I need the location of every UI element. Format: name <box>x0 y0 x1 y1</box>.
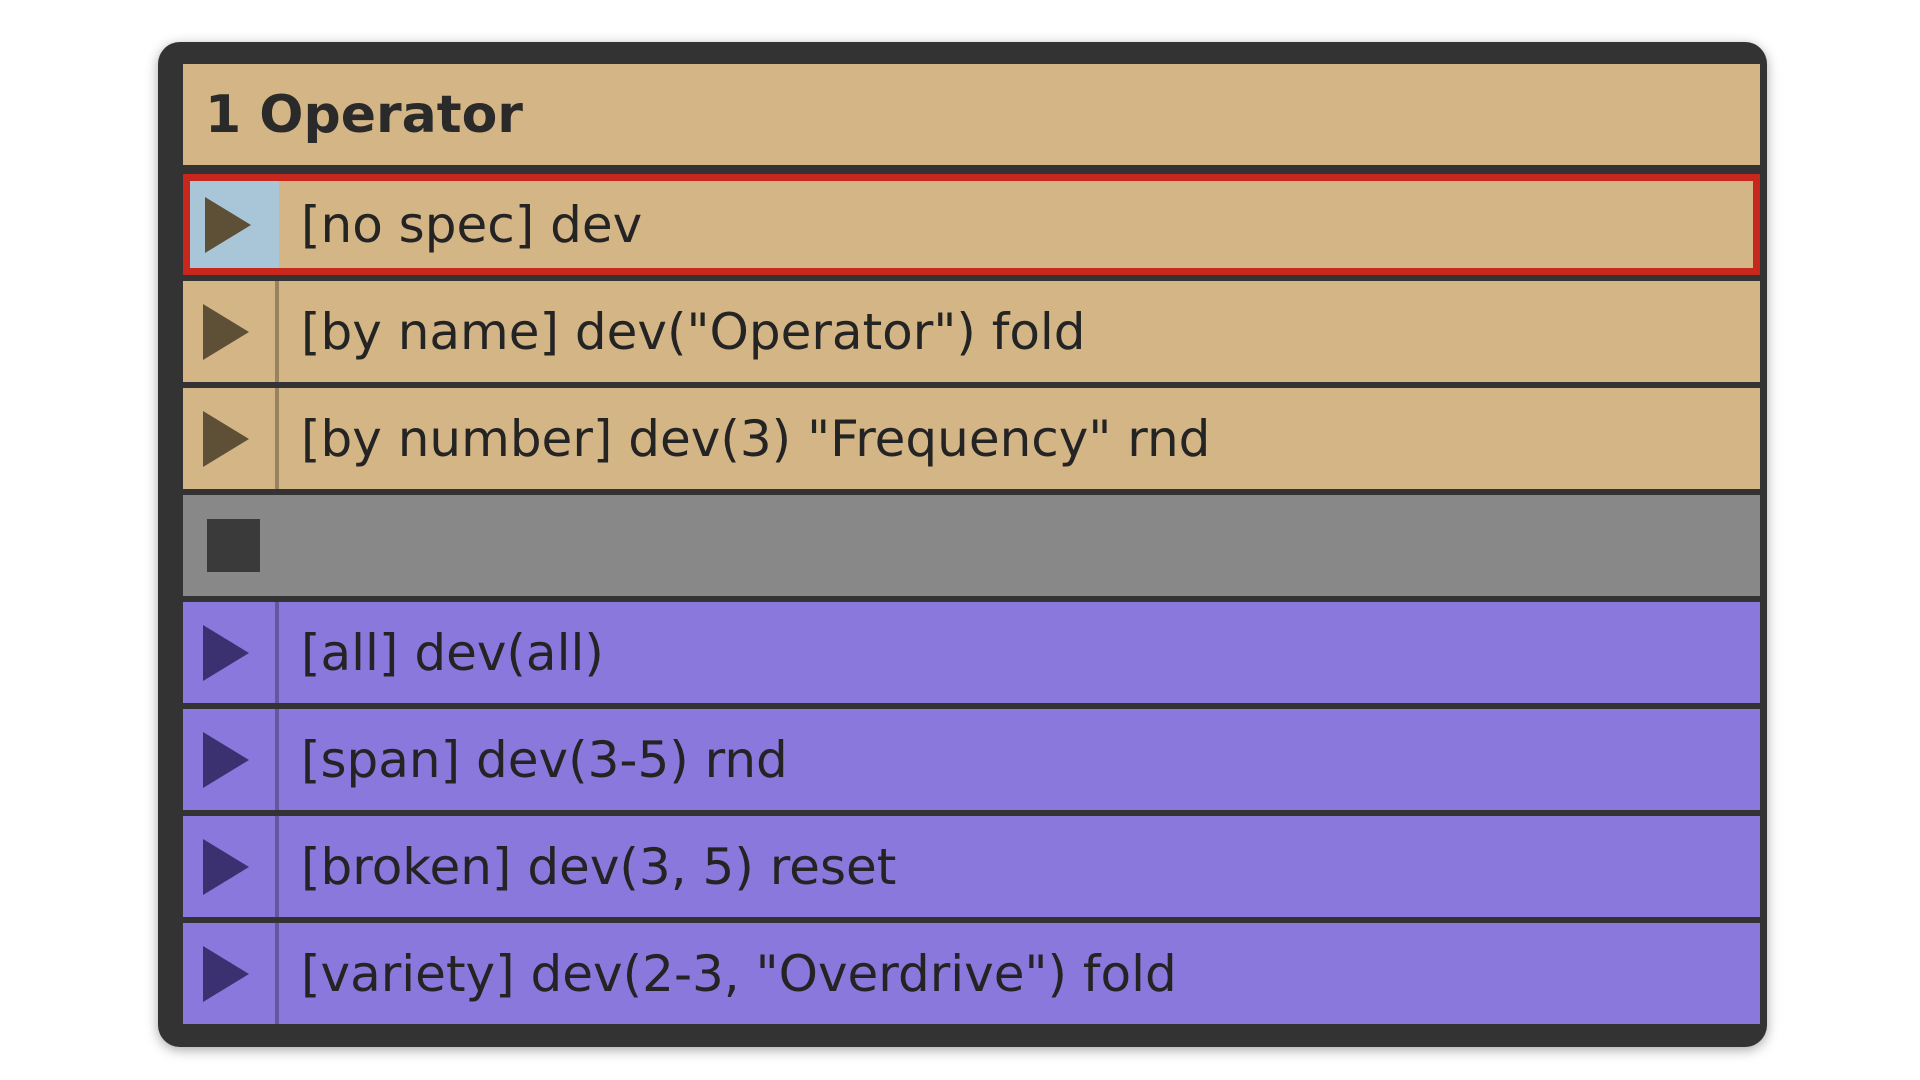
clip-name: [all] dev(all) <box>301 623 604 682</box>
clip-slot-list: 1 Operator [no spec] dev [by name] dev("… <box>183 64 1760 1024</box>
play-triangle-icon <box>203 624 249 681</box>
clip-name: [span] dev(3-5) rnd <box>301 730 788 789</box>
play-triangle-icon <box>203 303 249 360</box>
clip-slot[interactable]: [by number] dev(3) "Frequency" rnd <box>183 388 1760 489</box>
clip-launch-button[interactable] <box>183 923 279 1024</box>
clip-stop-slot[interactable] <box>183 495 1760 596</box>
clip-slot[interactable]: [span] dev(3-5) rnd <box>183 709 1760 810</box>
play-triangle-icon <box>203 410 249 467</box>
clip-launch-button[interactable] <box>183 709 279 810</box>
clip-launch-button[interactable] <box>183 281 279 382</box>
stop-square-icon[interactable] <box>207 519 260 572</box>
clip-slot[interactable]: [variety] dev(2-3, "Overdrive") fold <box>183 923 1760 1024</box>
clip-launch-button[interactable] <box>183 816 279 917</box>
clip-name: [variety] dev(2-3, "Overdrive") fold <box>301 944 1177 1003</box>
clip-name: [broken] dev(3, 5) reset <box>301 837 897 896</box>
clip-name: [no spec] dev <box>301 195 643 254</box>
play-triangle-icon <box>203 945 249 1002</box>
clip-slot[interactable]: [no spec] dev <box>183 174 1760 275</box>
clip-slot[interactable]: [by name] dev("Operator") fold <box>183 281 1760 382</box>
clip-name: [by name] dev("Operator") fold <box>301 302 1086 361</box>
clip-launch-button[interactable] <box>183 602 279 703</box>
clip-launch-button[interactable] <box>183 174 279 275</box>
session-track-panel: 1 Operator [no spec] dev [by name] dev("… <box>158 42 1767 1047</box>
clip-slot[interactable]: [broken] dev(3, 5) reset <box>183 816 1760 917</box>
track-title[interactable]: 1 Operator <box>183 64 1760 165</box>
clip-launch-button[interactable] <box>183 388 279 489</box>
play-triangle-icon <box>205 196 251 253</box>
clip-name: [by number] dev(3) "Frequency" rnd <box>301 409 1211 468</box>
play-triangle-icon <box>203 838 249 895</box>
play-triangle-icon <box>203 731 249 788</box>
clip-slot[interactable]: [all] dev(all) <box>183 602 1760 703</box>
